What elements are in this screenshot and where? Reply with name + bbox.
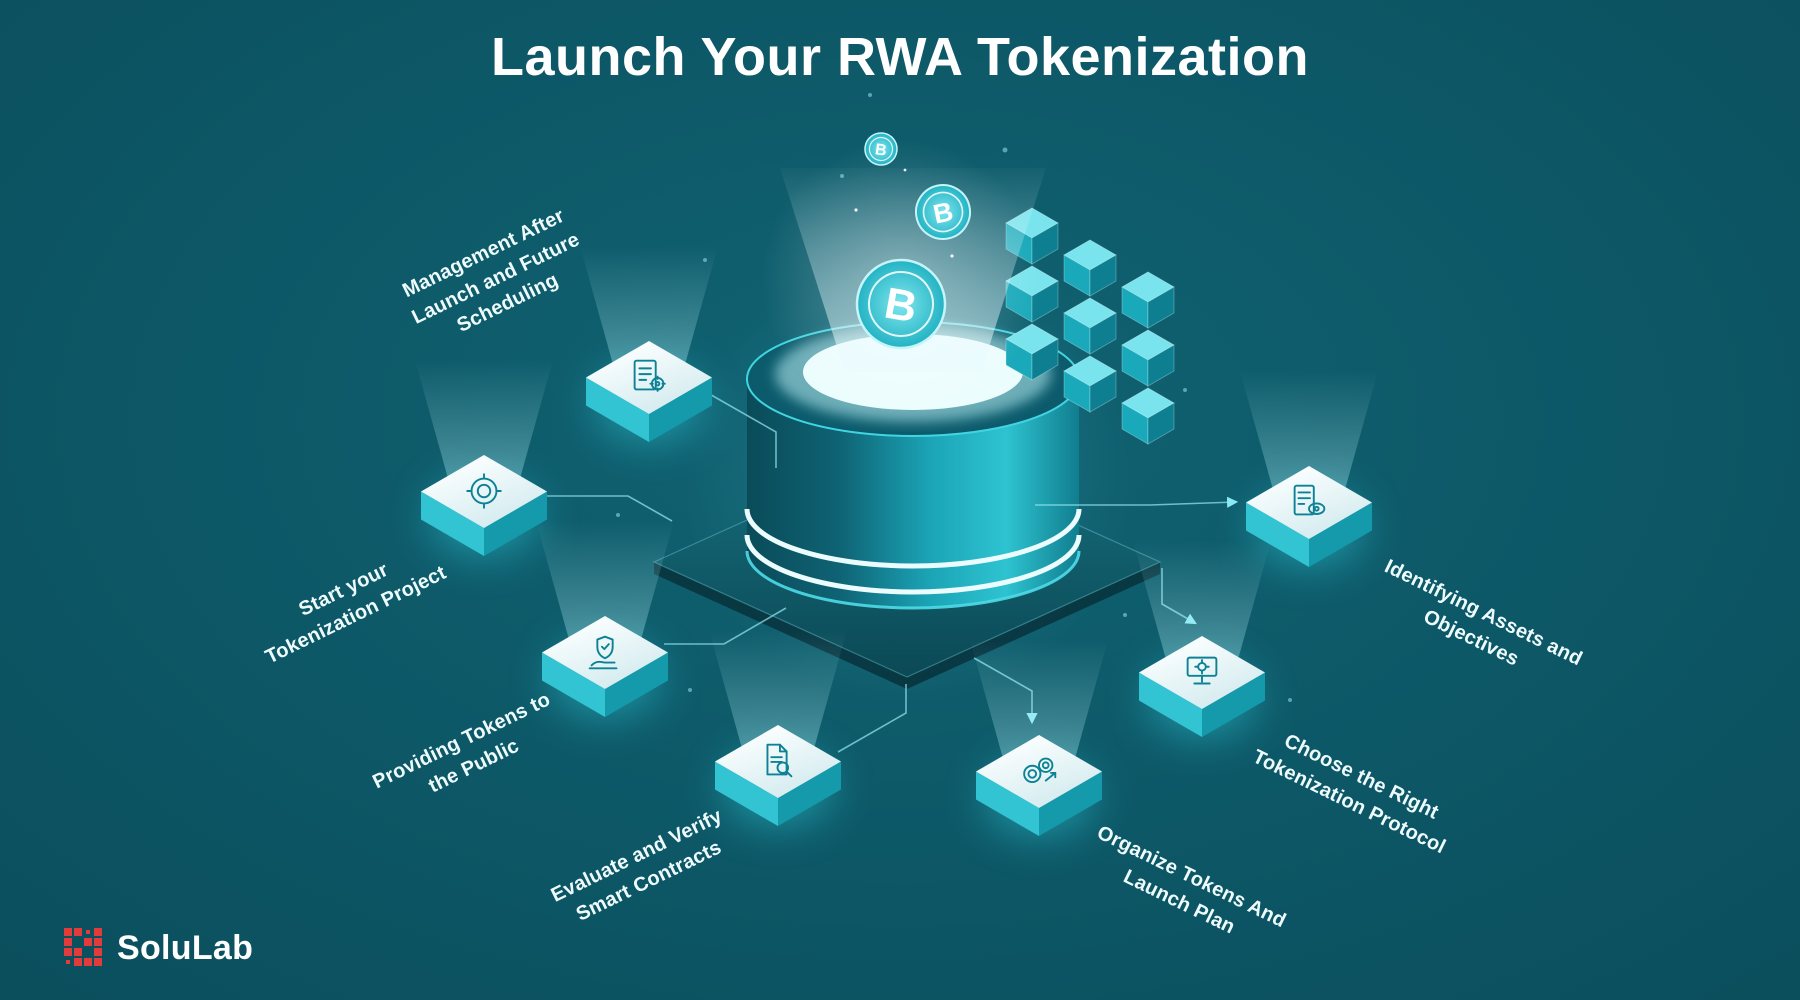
step-tile-identifying [1240,371,1378,567]
solulab-logo-mark [64,928,102,966]
smart-contract-audit-icon [766,743,793,777]
step-tile-providing [536,521,674,717]
step-tile-evaluate [709,630,847,826]
brand-logo: SoluLab [64,928,253,968]
step-tile-organize [970,640,1108,836]
step-tile-start [415,360,553,556]
bitcoin-coin-medium: B [915,184,971,240]
bitcoin-coin-small: B [864,132,898,166]
page-title: Launch Your RWA Tokenization [490,27,1310,87]
bitcoin-coin-large: B [855,258,947,350]
start-project-icon [466,472,502,509]
svg-text:B: B [874,141,888,159]
protocol-selection-icon [1186,656,1218,684]
solulab-logo-text: SoluLab [117,928,254,967]
connector-lines [543,391,1239,753]
step-tile-management [580,246,718,442]
asset-identification-icon [1293,484,1326,515]
step-tile-choose [1133,541,1271,737]
token-distribution-icon [588,635,618,669]
schedule-management-icon [633,359,666,392]
token-launch-plan-icon [1023,757,1057,783]
beam-sparkles [854,168,954,258]
